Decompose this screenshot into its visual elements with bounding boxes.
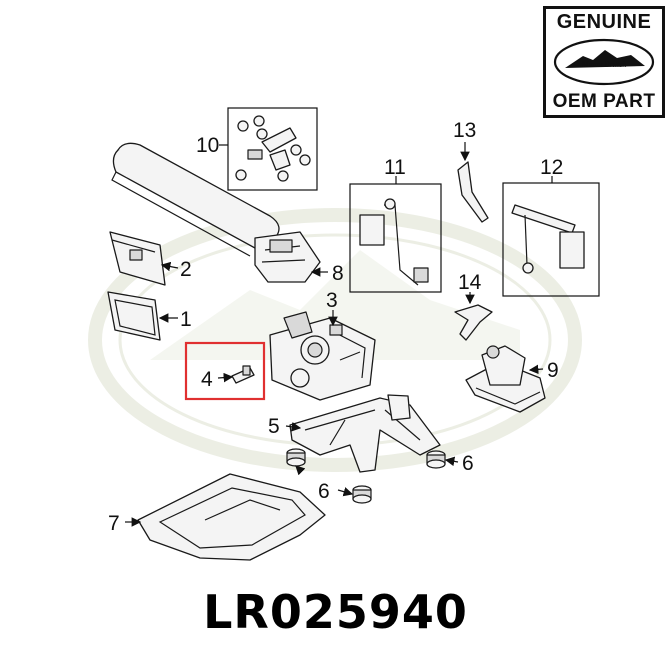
part-4-highlight-box bbox=[184, 341, 266, 401]
part-12-box bbox=[502, 182, 600, 297]
callout-9: 9 bbox=[547, 359, 559, 382]
callout-8: 8 bbox=[332, 262, 344, 285]
callout-2: 2 bbox=[180, 258, 192, 281]
part-9-mount bbox=[465, 345, 546, 413]
part-10-box bbox=[227, 107, 318, 191]
callout-14: 14 bbox=[458, 271, 482, 294]
leader-lines bbox=[125, 142, 553, 527]
callout-12: 12 bbox=[540, 156, 563, 179]
callout-11: 11 bbox=[384, 156, 406, 179]
part-number: LR025940 bbox=[203, 585, 468, 639]
callout-13: 13 bbox=[453, 119, 476, 142]
callout-10: 10 bbox=[196, 134, 219, 157]
part-2-bracket bbox=[109, 231, 166, 286]
part-7-undertray bbox=[137, 473, 326, 561]
part-11-height-sensor bbox=[359, 198, 429, 286]
callout-6b: 6 bbox=[318, 480, 330, 503]
part-5-mounting-frame bbox=[289, 394, 441, 473]
callout-4: 4 bbox=[201, 368, 213, 391]
badge-oem-part-text: OEM PART bbox=[552, 91, 656, 112]
genuine-oem-badge: GENUINE Miami British OEM PART bbox=[543, 6, 665, 118]
callout-1: 1 bbox=[180, 308, 192, 331]
part-13-bracket bbox=[457, 161, 489, 223]
air-reservoir bbox=[111, 142, 321, 283]
badge-genuine-text: GENUINE bbox=[556, 11, 652, 33]
badge-brand-text: Miami British bbox=[581, 60, 627, 69]
badge-mountain-logo bbox=[553, 38, 655, 86]
part-1-cover bbox=[107, 291, 161, 341]
part-10-fasteners bbox=[235, 115, 311, 182]
callout-5: 5 bbox=[268, 415, 280, 438]
callout-6a: 6 bbox=[462, 452, 474, 475]
callout-7: 7 bbox=[108, 512, 120, 535]
part-12-height-sensor bbox=[511, 204, 585, 274]
part-6-isolators bbox=[286, 448, 446, 504]
part-3-compressor bbox=[269, 311, 376, 401]
part-4-fitting bbox=[231, 365, 255, 384]
part-14-bracket bbox=[454, 304, 493, 341]
callout-3: 3 bbox=[326, 289, 338, 312]
